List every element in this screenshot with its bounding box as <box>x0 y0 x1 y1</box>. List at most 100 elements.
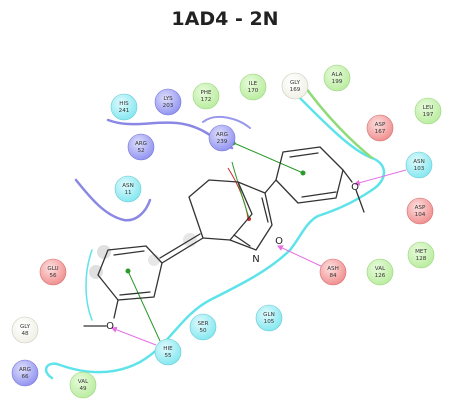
residue-name: VAL <box>78 379 89 385</box>
residue-number: 167 <box>375 129 386 135</box>
residue-circle <box>281 72 309 100</box>
residue-arg66[interactable]: ARG 66 <box>11 359 39 387</box>
residue-number: 103 <box>414 166 425 172</box>
residue-number: 56 <box>49 273 57 279</box>
residue-circle <box>255 304 283 332</box>
residue-name: GLY <box>20 324 31 330</box>
residue-lys203[interactable]: LYS 203 <box>154 88 182 116</box>
methyl-bond <box>355 189 365 213</box>
residue-circle <box>154 338 182 366</box>
residue-phe172[interactable]: PHE 172 <box>192 82 220 110</box>
residues: HIS 241 LYS 203 PHE 172 ILE 170 GLY 169 … <box>11 64 442 399</box>
residue-leu197[interactable]: LEU 197 <box>414 97 442 125</box>
pi-stack-hie55 <box>127 270 161 342</box>
methoxy-bond <box>113 299 119 319</box>
residue-glu56[interactable]: GLU 56 <box>39 258 67 286</box>
residue-ash84[interactable]: ASH 84 <box>319 258 347 286</box>
residue-number: 84 <box>329 273 337 279</box>
residue-name: ASN <box>122 183 134 189</box>
residue-gln105[interactable]: GLN 105 <box>255 304 283 332</box>
residue-number: 203 <box>163 103 174 109</box>
residue-number: 104 <box>415 212 426 218</box>
residue-his241[interactable]: HIS 241 <box>110 93 138 121</box>
residue-val126[interactable]: VAL 126 <box>366 258 394 286</box>
residue-name: GLN <box>263 312 275 318</box>
pocket-segment-left-cleft <box>74 178 152 222</box>
residue-circle <box>414 97 442 125</box>
residue-circle <box>239 73 267 101</box>
residue-name: LYS <box>163 96 173 102</box>
residue-hie55[interactable]: HIE 55 <box>154 338 182 366</box>
residue-arg239[interactable]: ARG 239 <box>208 124 236 152</box>
residue-met128[interactable]: MET 128 <box>407 241 435 269</box>
pocket-segment-left <box>85 249 93 321</box>
residue-arg52[interactable]: ARG 52 <box>127 133 155 161</box>
residue-name: PHE <box>200 90 212 96</box>
residue-circle <box>319 258 347 286</box>
residue-number: 239 <box>217 139 228 145</box>
residue-number: 50 <box>199 328 207 334</box>
hbond-ash84 <box>276 245 324 268</box>
residue-circle <box>69 371 97 399</box>
residue-name: ARG <box>135 141 147 147</box>
residue-name: ASP <box>375 122 386 128</box>
residue-number: 241 <box>119 108 130 114</box>
residue-number: 66 <box>21 374 29 380</box>
residue-number: 126 <box>375 273 386 279</box>
residue-ile170[interactable]: ILE 170 <box>239 73 267 101</box>
methoxy-oxygen-left: O <box>106 321 114 332</box>
pocket-segment-lower <box>44 248 292 380</box>
pi-stack-ring-dot <box>300 170 306 176</box>
ligand-structure <box>83 146 365 327</box>
residue-asn11[interactable]: ASN 11 <box>114 175 142 203</box>
residue-asp167[interactable]: ASP 167 <box>366 114 394 142</box>
right-phenyl-ring <box>275 146 344 204</box>
residue-number: 199 <box>332 79 343 85</box>
hbond-asn103 <box>353 169 407 186</box>
methoxy-oxygen-right: O <box>351 182 359 193</box>
residue-number: 52 <box>137 148 144 154</box>
residue-ser50[interactable]: SER 50 <box>189 313 217 341</box>
atom-labels: N O O O <box>106 182 359 332</box>
left-phenyl-ring <box>97 245 163 301</box>
residue-name: GLU <box>47 266 58 272</box>
residue-circle <box>208 124 236 152</box>
residue-number: 170 <box>248 88 259 94</box>
residue-circle <box>192 82 220 110</box>
pi-stack-hie55-dot <box>125 268 131 274</box>
pocket-segment-right <box>286 84 386 252</box>
cc-double-bond <box>261 197 269 223</box>
aromatic-bond <box>289 152 319 158</box>
residue-circle <box>189 313 217 341</box>
residue-asp104[interactable]: ASP 104 <box>406 197 434 225</box>
residue-circle <box>405 151 433 179</box>
residue-val49[interactable]: VAL 49 <box>69 371 97 399</box>
residue-number: 197 <box>423 112 434 118</box>
residue-gly169[interactable]: GLY 169 <box>281 72 309 100</box>
residue-asn103[interactable]: ASN 103 <box>405 151 433 179</box>
residue-name: GLY <box>290 80 301 86</box>
nitrogen-atom: N <box>252 254 259 265</box>
residue-name: SER <box>198 321 209 327</box>
exposure-halo <box>148 254 160 266</box>
isoxazole-ring <box>229 181 273 251</box>
residue-circle <box>154 88 182 116</box>
residue-circle <box>110 93 138 121</box>
residue-circle <box>366 258 394 286</box>
residue-name: ALA <box>332 72 343 78</box>
residue-name: ARG <box>216 132 228 138</box>
oxygen-atom: O <box>275 236 283 247</box>
residue-ala199[interactable]: ALA 199 <box>323 64 351 92</box>
residue-circle <box>407 241 435 269</box>
aromatic-bond <box>113 250 145 256</box>
pi-cation-line <box>227 167 249 219</box>
exposure-halo <box>97 245 111 259</box>
residue-name: HIS <box>119 101 129 107</box>
residue-circle <box>406 197 434 225</box>
aromatic-bond <box>301 191 337 198</box>
residue-gly48[interactable]: GLY 48 <box>11 316 39 344</box>
residue-name: MET <box>415 249 427 255</box>
pi-stack-line-2 <box>231 161 250 219</box>
residue-number: 11 <box>124 190 132 196</box>
